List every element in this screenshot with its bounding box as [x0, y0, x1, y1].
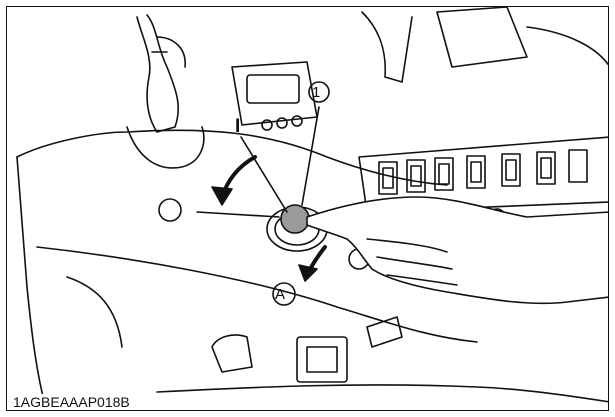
arrowhead-to-o: [211, 186, 233, 206]
callout-circle-1: [308, 81, 330, 103]
illustration-frame: I O A 1 1AGBEAAAP018B: [6, 6, 609, 411]
label-mode-a: A: [275, 286, 286, 303]
arrowhead-to-a: [298, 264, 318, 282]
switch-bank: [358, 136, 608, 213]
lower-lever: [366, 316, 403, 348]
figure-code: 1AGBEAAAP018B: [11, 394, 132, 410]
joystick-lever: [136, 14, 179, 133]
display-panel: [231, 61, 318, 126]
joystick-boot: [126, 126, 205, 169]
lower-handle: [211, 334, 253, 373]
console-switch-diagram: [16, 7, 608, 410]
hand: [306, 196, 608, 305]
seat-frame: [361, 11, 413, 83]
console-inner-curve: [66, 276, 123, 348]
panel-knob: [276, 117, 288, 129]
cab-top-right: [526, 26, 608, 66]
panel-knob: [291, 115, 303, 127]
lower-switch: [296, 336, 348, 383]
leader-1: [301, 106, 320, 206]
label-callout-1: 1: [312, 84, 321, 101]
callout-circle-a: [272, 282, 296, 306]
label-mode-i: I: [235, 116, 241, 137]
callout-circle-o: [158, 198, 182, 222]
panel-knob: [261, 119, 273, 131]
leader-o: [196, 211, 280, 218]
leader-i: [240, 136, 288, 213]
console-lower-edge: [36, 246, 478, 343]
switch-row: [378, 149, 588, 195]
lower-switch-face: [306, 346, 338, 373]
joystick-grip: [151, 36, 186, 68]
console-floor-edge: [156, 384, 608, 403]
display-screen: [246, 74, 300, 104]
hand-finger-lines: [366, 238, 458, 286]
rear-panel: [436, 7, 528, 68]
console-left-side: [16, 156, 48, 410]
